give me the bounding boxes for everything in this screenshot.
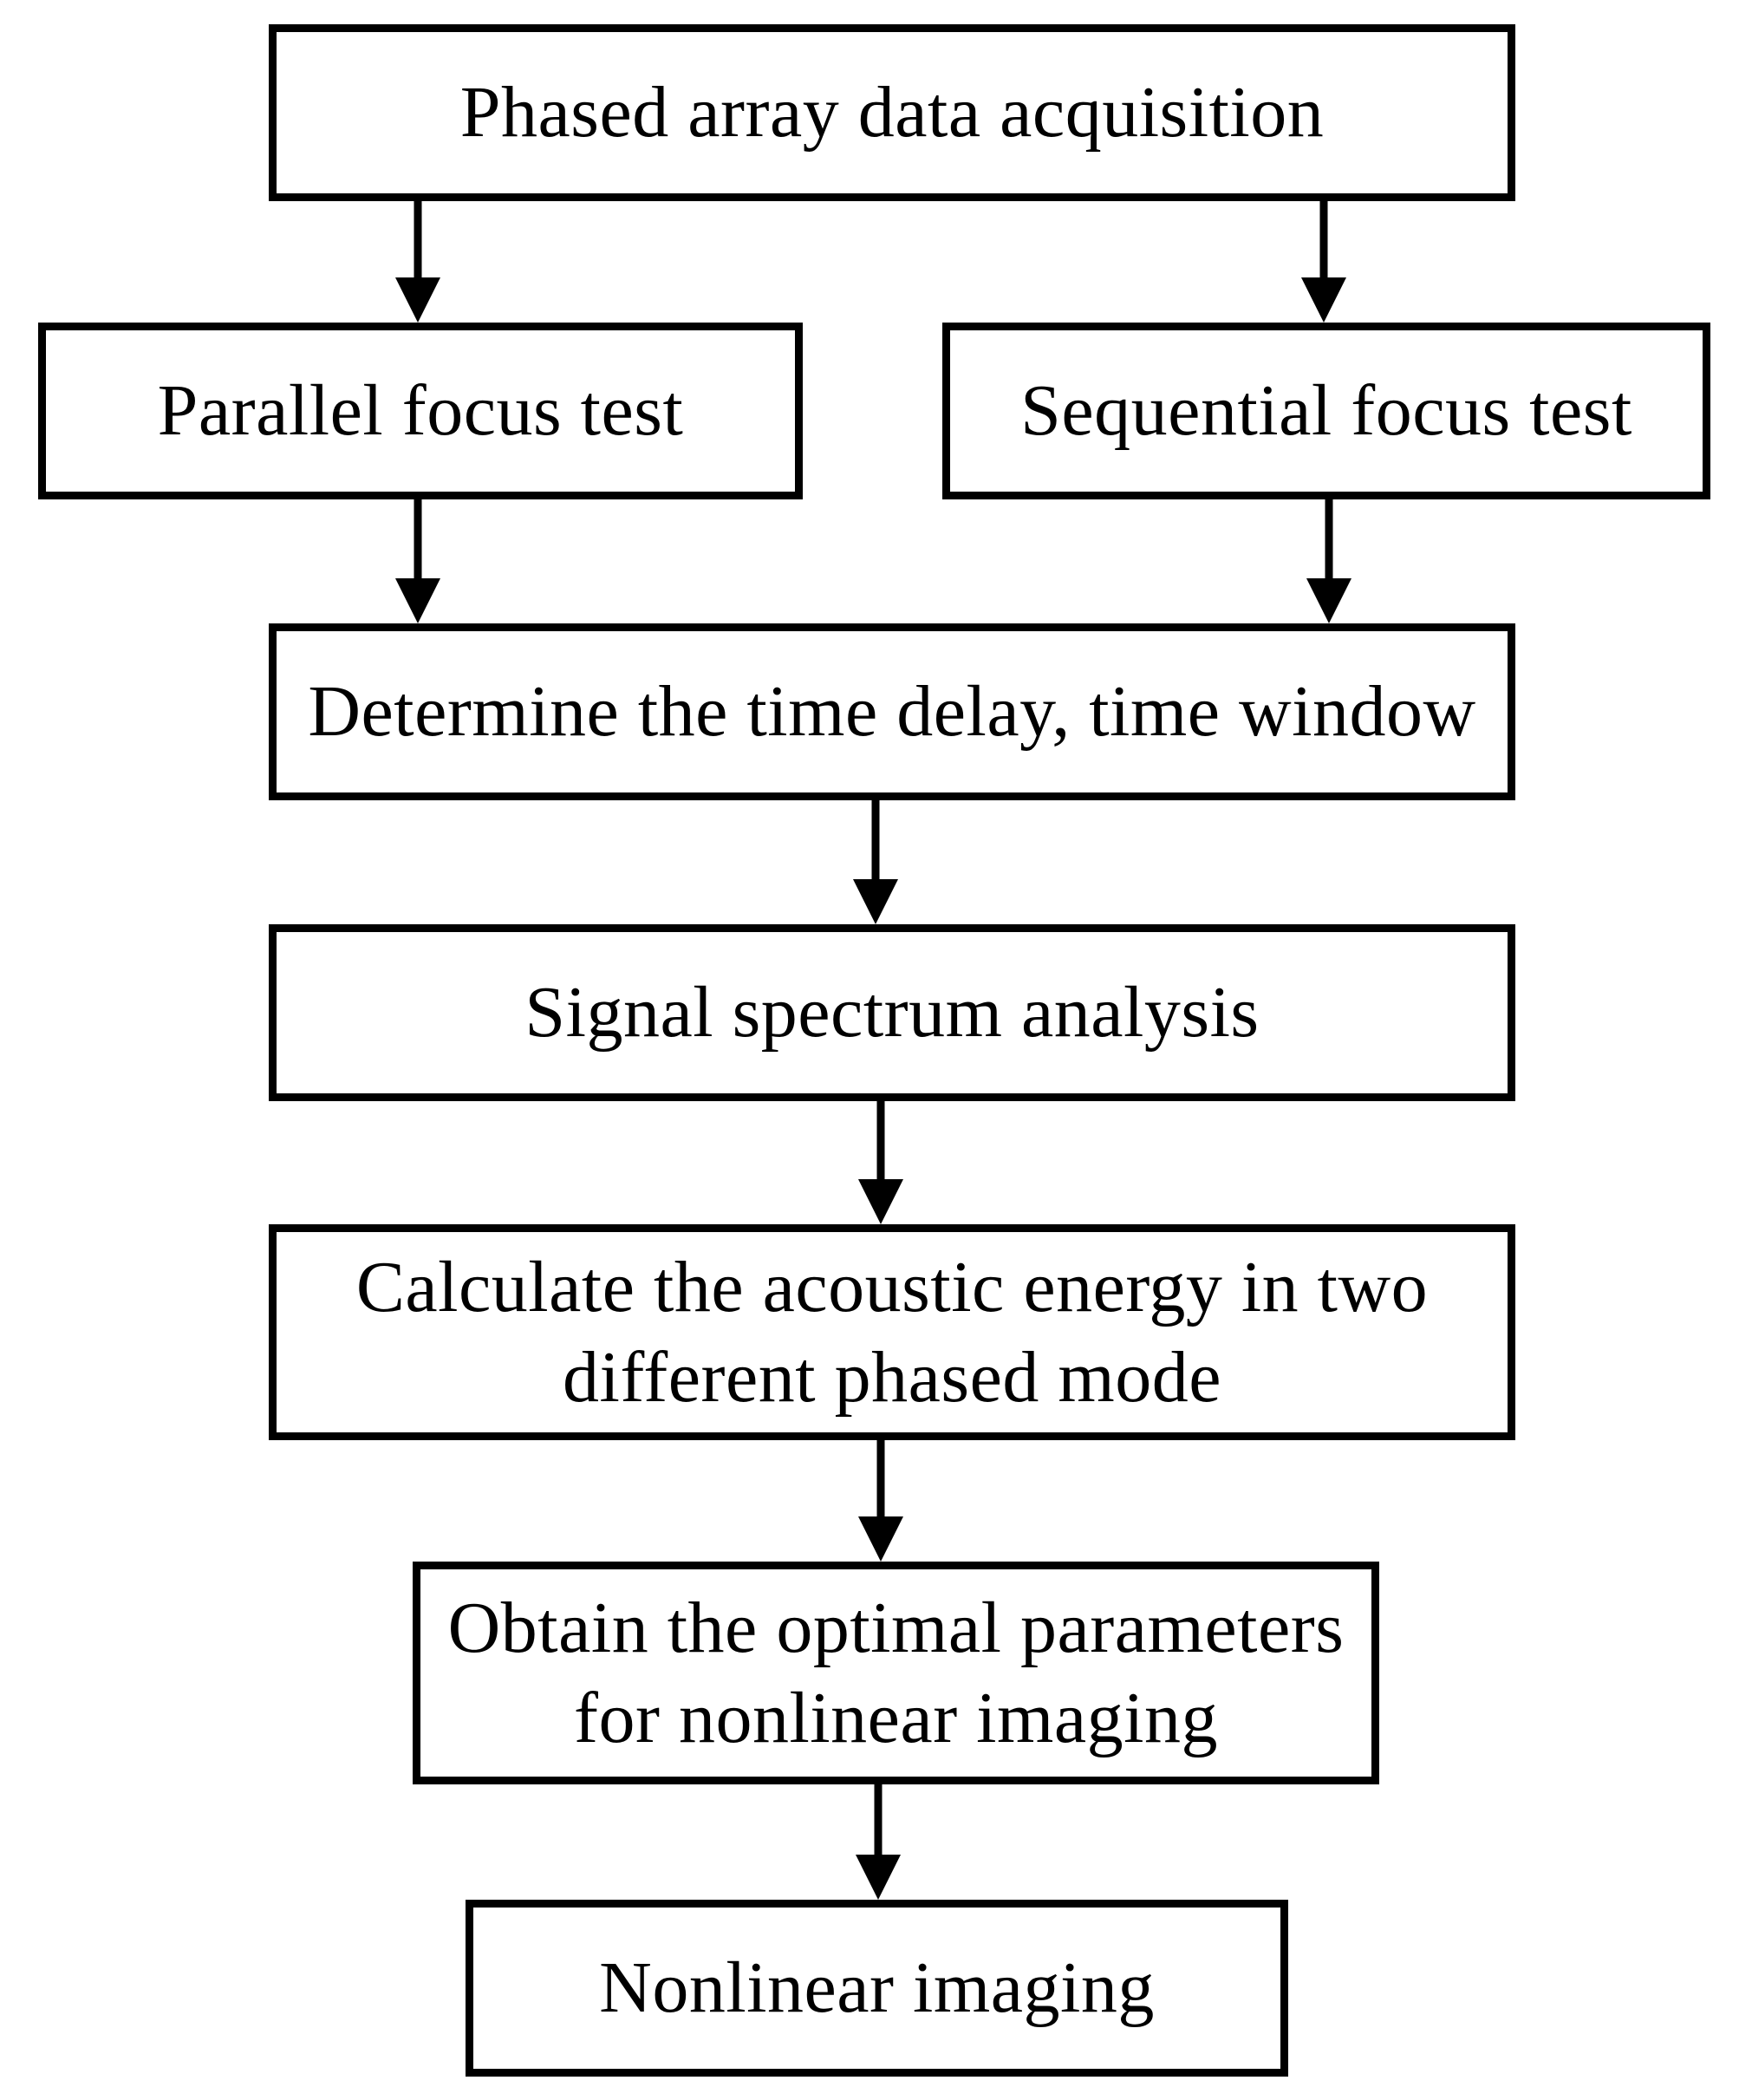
arrow-parallel-to-delay [395,499,440,623]
arrow-acquisition-to-sequential [1301,201,1346,323]
node-label: Calculate the acoustic energy in two dif… [355,1246,1429,1418]
node-determine-time-delay: Determine the time delay, time window [269,623,1515,800]
node-label: Parallel focus test [157,370,684,451]
node-parallel-focus-test: Parallel focus test [38,323,803,499]
arrow-delay-to-spectrum [853,800,898,924]
arrow-spectrum-to-energy [858,1101,903,1224]
node-label: Signal spectrum analysis [524,972,1260,1053]
node-phased-array-data-acquisition: Phased array data acquisition [269,24,1515,201]
node-obtain-optimal-parameters: Obtain the optimal parameters for nonlin… [413,1562,1379,1784]
arrow-energy-to-optimal [858,1440,903,1562]
node-nonlinear-imaging: Nonlinear imaging [466,1900,1288,2077]
node-label: Phased array data acquisition [459,72,1325,153]
arrow-sequential-to-delay [1306,499,1351,623]
arrow-acquisition-to-parallel [395,201,440,323]
node-label: Sequential focus test [1020,370,1632,451]
node-calculate-acoustic-energy: Calculate the acoustic energy in two dif… [269,1224,1515,1440]
node-sequential-focus-test: Sequential focus test [942,323,1710,499]
node-label: Obtain the optimal parameters for nonlin… [447,1587,1345,1758]
node-label: Nonlinear imaging [599,1947,1155,2028]
node-label: Determine the time delay, time window [308,671,1476,752]
node-signal-spectrum-analysis: Signal spectrum analysis [269,924,1515,1101]
arrow-optimal-to-imaging [856,1769,901,1900]
